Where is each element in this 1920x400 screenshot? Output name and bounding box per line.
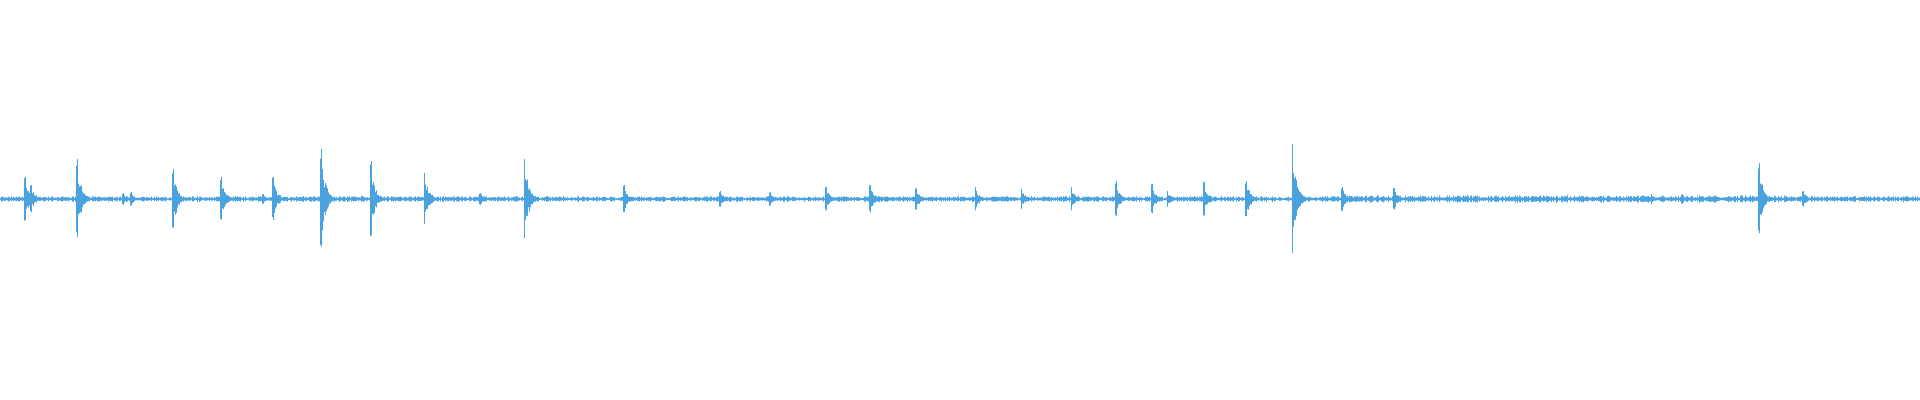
waveform-envelope xyxy=(0,149,1920,254)
waveform-trace xyxy=(0,144,1920,254)
